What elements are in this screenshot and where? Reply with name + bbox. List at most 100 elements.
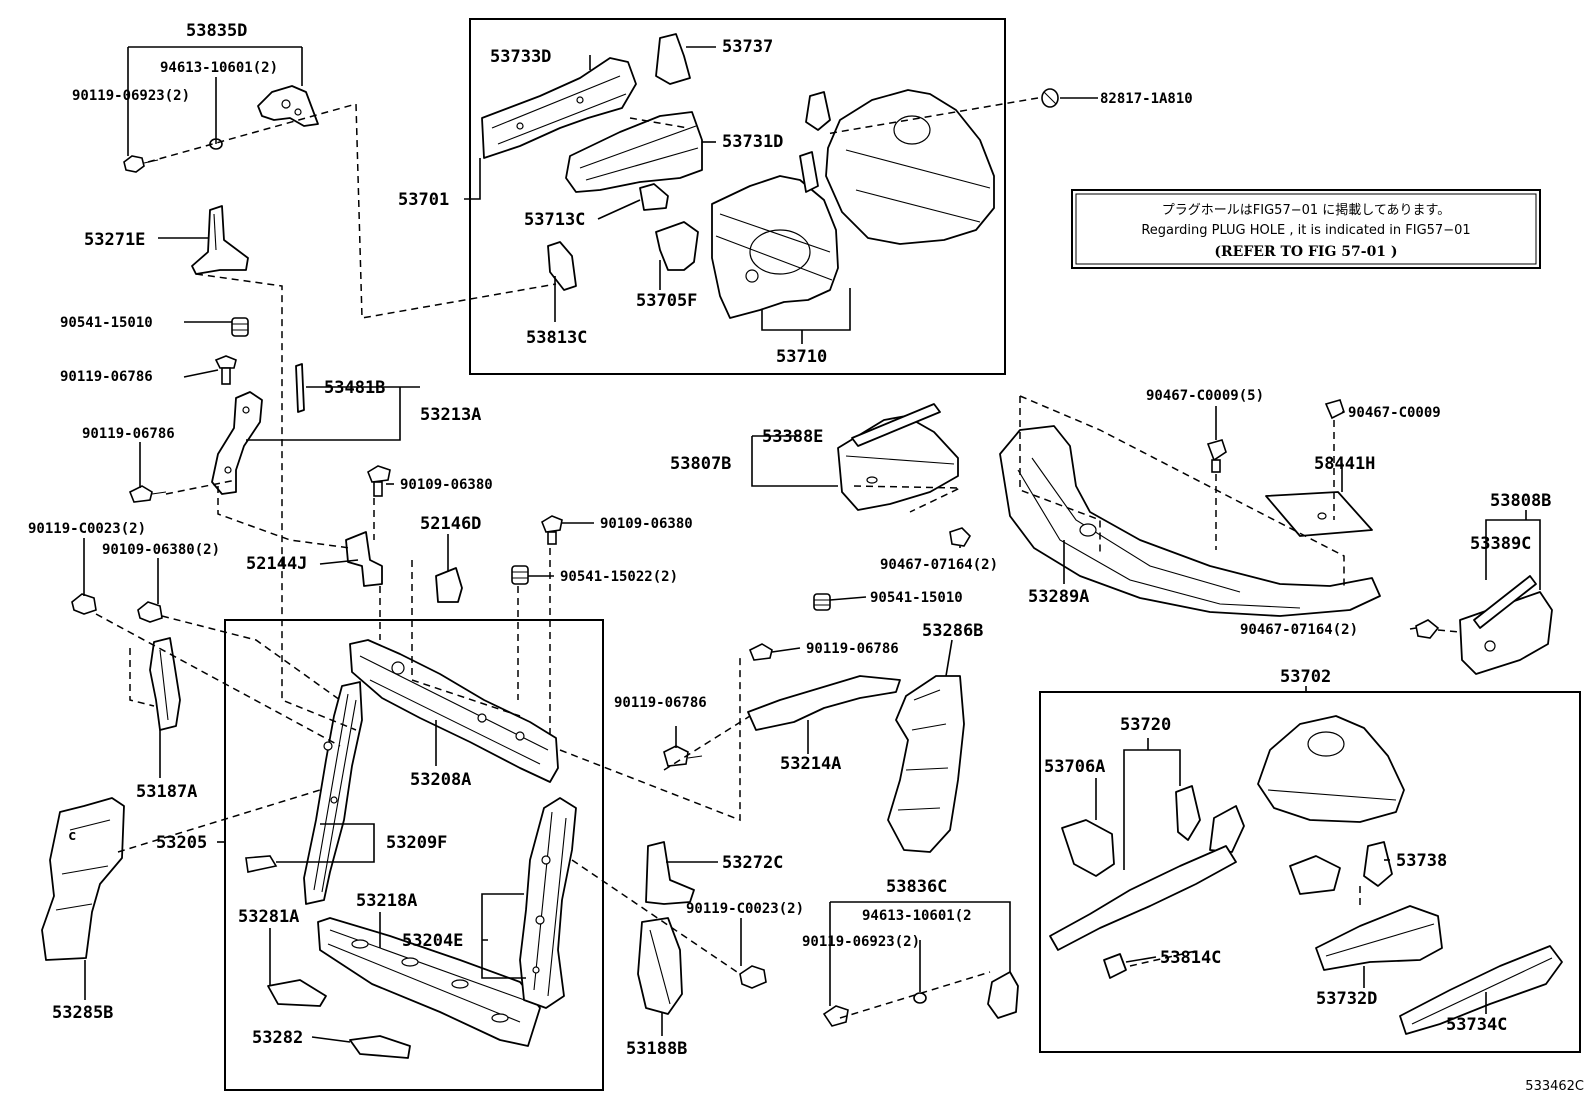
part-53187A-bracket bbox=[149, 637, 181, 731]
label-53289A: 53289A bbox=[1028, 587, 1089, 607]
label-53282: 53282 bbox=[252, 1028, 303, 1048]
label-90119-06786-d: 90119-06786 bbox=[614, 695, 707, 711]
label-90119-06786-b: 90119-06786 bbox=[82, 426, 175, 442]
label-53710: 53710 bbox=[776, 347, 827, 367]
label-53706A: 53706A bbox=[1044, 757, 1105, 777]
part-52144J-bracket bbox=[345, 531, 383, 587]
seal-53389C bbox=[1473, 575, 1537, 629]
label-53208A: 53208A bbox=[410, 770, 471, 790]
bolt-90109-06380-a bbox=[367, 465, 391, 497]
label-82817-1A810: 82817-1A810 bbox=[1100, 91, 1193, 107]
part-53281A-plate bbox=[267, 979, 327, 1007]
label-90467-C0009: 90467-C0009 bbox=[1348, 405, 1441, 421]
part-53734C bbox=[1399, 945, 1563, 1035]
part-53713C bbox=[639, 183, 669, 211]
part-53208A-upper-support bbox=[349, 639, 559, 783]
label-90109-06380-a: 90109-06380 bbox=[400, 477, 493, 493]
part-53285B-seal: c bbox=[41, 797, 125, 961]
label-53733D: 53733D bbox=[490, 47, 551, 67]
bolt-90119-06786-c bbox=[748, 643, 773, 661]
label-53734C: 53734C bbox=[1446, 1015, 1507, 1035]
svg-text:c: c bbox=[68, 828, 76, 844]
part-53282-plate bbox=[349, 1035, 411, 1059]
label-53187A: 53187A bbox=[136, 782, 197, 802]
label-53188B: 53188B bbox=[626, 1039, 687, 1059]
part-53209F-left-support bbox=[303, 681, 363, 905]
label-53731D: 53731D bbox=[722, 132, 783, 152]
label-53713C: 53713C bbox=[524, 210, 585, 230]
part-53289A-cover bbox=[999, 425, 1381, 617]
note-line-3: (REFER TO FIG 57-01 ) bbox=[1214, 244, 1397, 260]
label-90467-07164-b: 90467-07164(2) bbox=[1240, 622, 1358, 638]
clip-90467-07164-b bbox=[1415, 619, 1440, 639]
label-53218A: 53218A bbox=[356, 891, 417, 911]
label-53738: 53738 bbox=[1396, 851, 1447, 871]
part-53732D bbox=[1315, 905, 1443, 971]
figure-code: 533462C bbox=[1525, 1079, 1584, 1094]
label-53214A: 53214A bbox=[780, 754, 841, 774]
part-53720-rail bbox=[1049, 845, 1237, 951]
bolt-90119-06923-b bbox=[822, 1005, 849, 1027]
part-53813C bbox=[547, 241, 577, 291]
part-58441H-pad bbox=[1265, 491, 1373, 537]
clip-90467-07164-a bbox=[949, 527, 972, 547]
part-53701-wheelhouse bbox=[799, 89, 995, 245]
label-53705F: 53705F bbox=[636, 291, 697, 311]
cushion-90541-15010-a bbox=[231, 317, 249, 337]
bolt-90119-06923-a bbox=[123, 155, 159, 173]
part-53702-wheelhouse bbox=[1257, 715, 1405, 823]
label-53732D: 53732D bbox=[1316, 989, 1377, 1009]
label-53702: 53702 bbox=[1280, 667, 1331, 687]
label-58441H: 58441H bbox=[1314, 454, 1375, 474]
bolt-90119-C0023-a bbox=[71, 593, 97, 615]
part-53737 bbox=[655, 33, 691, 85]
bolt-90109-06380-2 bbox=[137, 601, 163, 623]
clip-90467-C0009 bbox=[1324, 399, 1345, 420]
label-53271E: 53271E bbox=[84, 230, 145, 250]
label-90467-C0009-5: 90467-C0009(5) bbox=[1146, 388, 1264, 404]
part-53213A-support bbox=[211, 391, 263, 495]
label-53272C: 53272C bbox=[722, 853, 783, 873]
bolt-90109-06380-b bbox=[541, 515, 563, 545]
label-53389C: 53389C bbox=[1470, 534, 1531, 554]
part-53710-apron bbox=[711, 175, 839, 319]
label-53281A: 53281A bbox=[238, 907, 299, 927]
label-53720: 53720 bbox=[1120, 715, 1171, 735]
label-53808B: 53808B bbox=[1490, 491, 1551, 511]
part-53271E-bracket bbox=[191, 205, 249, 275]
part-53814C bbox=[1103, 953, 1127, 979]
plug-hole-note: プラグホールはFIG57−01 に掲載してあります。 Regarding PLU… bbox=[1071, 189, 1541, 269]
part-53738 bbox=[1289, 841, 1393, 895]
bolt-90119-06786-d bbox=[663, 745, 703, 767]
part-53272C-bracket bbox=[645, 841, 695, 905]
part-53731D bbox=[565, 111, 703, 193]
cushion-90541-15010-b bbox=[813, 593, 831, 611]
bolt-90119-C0023-b bbox=[739, 965, 767, 989]
part-labels: 53835D 94613-10601(2) 90119-06923(2) 532… bbox=[28, 21, 1584, 1094]
label-90109-06380-b: 90109-06380 bbox=[600, 516, 693, 532]
label-53737: 53737 bbox=[722, 37, 773, 57]
label-90119-06923-b: 90119-06923(2) bbox=[802, 934, 920, 950]
part-53705F bbox=[655, 221, 699, 271]
nut-82817-1A810 bbox=[1041, 88, 1059, 108]
part-52146D-bracket bbox=[435, 567, 463, 603]
label-52144J: 52144J bbox=[246, 554, 307, 574]
label-52146D: 52146D bbox=[420, 514, 481, 534]
label-90119-06786-c: 90119-06786 bbox=[806, 641, 899, 657]
label-53835D: 53835D bbox=[186, 21, 247, 41]
label-53836C: 53836C bbox=[886, 877, 947, 897]
nut-94613-10601-b bbox=[913, 992, 927, 1004]
assembly-lines bbox=[95, 97, 1461, 1019]
seal-53388E bbox=[851, 403, 941, 447]
part-53188B-bracket bbox=[637, 917, 683, 1015]
part-53733D bbox=[481, 57, 637, 159]
label-53205: 53205 bbox=[156, 833, 207, 853]
label-94613-10601-b: 94613-10601(2 bbox=[862, 908, 972, 924]
part-53836C-bracket bbox=[987, 971, 1019, 1019]
group-frame-53701 bbox=[469, 18, 1006, 375]
label-90467-07164-a: 90467-07164(2) bbox=[880, 557, 998, 573]
bolt-90119-06786-a bbox=[214, 355, 237, 385]
group-frame-53205 bbox=[224, 619, 604, 1091]
group-frame-53702 bbox=[1039, 691, 1581, 1053]
